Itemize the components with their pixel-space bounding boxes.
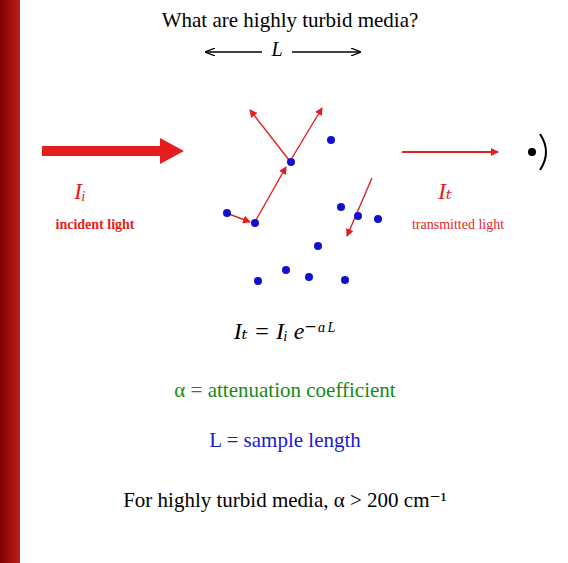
beam-caption: incident light [56, 217, 135, 233]
transmitted-beam [402, 151, 498, 153]
dimension-label: L [268, 38, 285, 61]
beam-caption: transmitted light [412, 217, 504, 233]
scatter-path [229, 108, 372, 236]
dimension-arrow [206, 51, 262, 52]
incident-beam [42, 138, 184, 164]
equation: Iₜ = Iᵢ e⁻ᵅᴸ [234, 318, 336, 346]
dimension-arrow [292, 51, 360, 52]
side-band [0, 0, 20, 563]
definition: α = attenuation coefficient [174, 378, 395, 402]
note: For highly turbid media, α > 200 cm⁻¹ [123, 488, 447, 512]
slide-title: What are highly turbid media? [162, 8, 419, 32]
detector [528, 148, 536, 156]
definition: L = sample length [209, 428, 361, 452]
intensity-symbol: Iₜ [438, 178, 452, 206]
intensity-symbol: Iᵢ [74, 178, 86, 206]
detector [540, 134, 546, 170]
scatterer-dot [223, 136, 382, 285]
